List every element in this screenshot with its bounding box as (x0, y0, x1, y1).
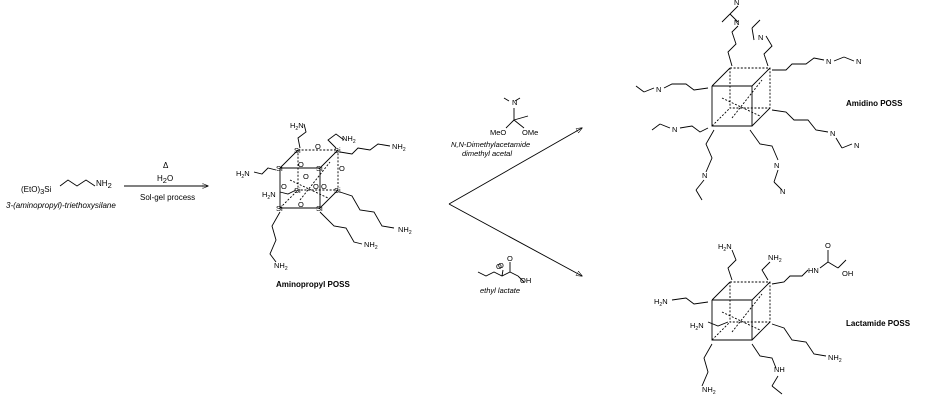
svg-text:Si: Si (276, 164, 283, 173)
svg-text:MeO: MeO (490, 128, 506, 137)
amidino-poss-label: Amidino POSS (846, 99, 903, 108)
svg-text:O: O (498, 261, 504, 270)
svg-text:NH2: NH2 (702, 385, 716, 396)
svg-text:O: O (496, 262, 502, 271)
svg-text:N,N-Dimethylacetamide: N,N-Dimethylacetamide (451, 140, 530, 149)
process-label: Sol-gel process (140, 193, 195, 202)
svg-text:N: N (734, 18, 739, 27)
upper-arrow (448, 128, 582, 205)
svg-text:O: O (303, 172, 309, 181)
svg-text:H2N: H2N (654, 297, 668, 308)
lactamide-poss: H2N NH2 HN O OH H2N H2N NH2 NH2 NH (654, 241, 853, 396)
svg-text:H2N: H2N (690, 321, 704, 332)
svg-text:H2N: H2N (718, 242, 732, 253)
svg-text:H2N: H2N (262, 190, 276, 201)
svg-text:N: N (826, 57, 831, 66)
svg-text:N: N (856, 57, 861, 66)
svg-text:N: N (672, 125, 677, 134)
svg-text:(EtO)3Si: (EtO)3Si (21, 185, 52, 196)
svg-text:O: O (507, 254, 513, 263)
svg-text:NH2: NH2 (768, 253, 782, 264)
svg-text:Si: Si (334, 146, 341, 155)
start-reagent: (EtO)3Si NH2 3-(aminopropyl)-triethoxysi… (6, 179, 116, 210)
svg-text:N: N (780, 187, 785, 196)
svg-text:O: O (298, 200, 304, 209)
svg-text:Si: Si (276, 204, 283, 213)
svg-text:N: N (656, 85, 661, 94)
svg-text:O: O (281, 182, 287, 191)
step1-arrow-group: Δ H2O Sol-gel process (124, 161, 208, 202)
svg-text:dimethyl acetal: dimethyl acetal (462, 149, 512, 158)
upper-reagent: N MeO OMe N,N-Dimethylacetamide dimethyl… (451, 97, 538, 158)
svg-text:O: O (313, 182, 319, 191)
lower-reagent: O O O OH ethyl lactate (477, 254, 531, 295)
svg-text:O: O (825, 241, 831, 250)
svg-text:Si: Si (316, 204, 323, 213)
svg-text:NH2: NH2 (342, 134, 356, 145)
svg-text:N: N (758, 33, 763, 42)
svg-text:Si: Si (334, 186, 341, 195)
svg-text:NH: NH (774, 365, 785, 374)
svg-text:NH2: NH2 (96, 179, 112, 190)
svg-text:N: N (830, 129, 835, 138)
svg-text:OMe: OMe (522, 128, 538, 137)
svg-text:OH: OH (842, 269, 853, 278)
lower-arrow (448, 203, 582, 276)
water-label: H2O (157, 174, 173, 185)
amidino-poss: N N N N N N N N N N N N (635, 0, 861, 201)
svg-text:OH: OH (520, 276, 531, 285)
svg-text:O: O (321, 182, 327, 191)
svg-text:Si: Si (294, 186, 301, 195)
svg-text:N: N (774, 161, 779, 170)
svg-text:Si: Si (316, 164, 323, 173)
svg-text:ethyl lactate: ethyl lactate (480, 286, 520, 295)
svg-text:O: O (339, 164, 345, 173)
o-label: O (315, 142, 321, 151)
svg-text:NH2: NH2 (392, 142, 406, 153)
svg-text:NH2: NH2 (364, 240, 378, 251)
svg-text:NH2: NH2 (274, 261, 288, 272)
aminopropyl-poss-label: Aminopropyl POSS (276, 280, 350, 289)
svg-text:N: N (854, 141, 859, 150)
heat-symbol: Δ (163, 161, 169, 170)
svg-text:H2N: H2N (290, 121, 304, 132)
svg-text:HN: HN (808, 266, 819, 275)
svg-text:N: N (702, 171, 707, 180)
propyl-chain (59, 179, 96, 187)
lactamide-poss-label: Lactamide POSS (846, 319, 911, 328)
svg-text:O: O (298, 160, 304, 169)
si-label: Si (294, 146, 301, 155)
svg-text:N: N (512, 98, 517, 107)
start-reagent-name: 3-(aminopropyl)-triethoxysilane (6, 201, 116, 210)
aminopropyl-poss: Si Si Si Si Si Si Si Si O O O O O O O O … (236, 121, 412, 289)
svg-text:NH2: NH2 (398, 225, 412, 236)
svg-text:H2N: H2N (236, 169, 250, 180)
svg-text:N: N (734, 0, 739, 7)
svg-text:NH2: NH2 (828, 353, 842, 364)
